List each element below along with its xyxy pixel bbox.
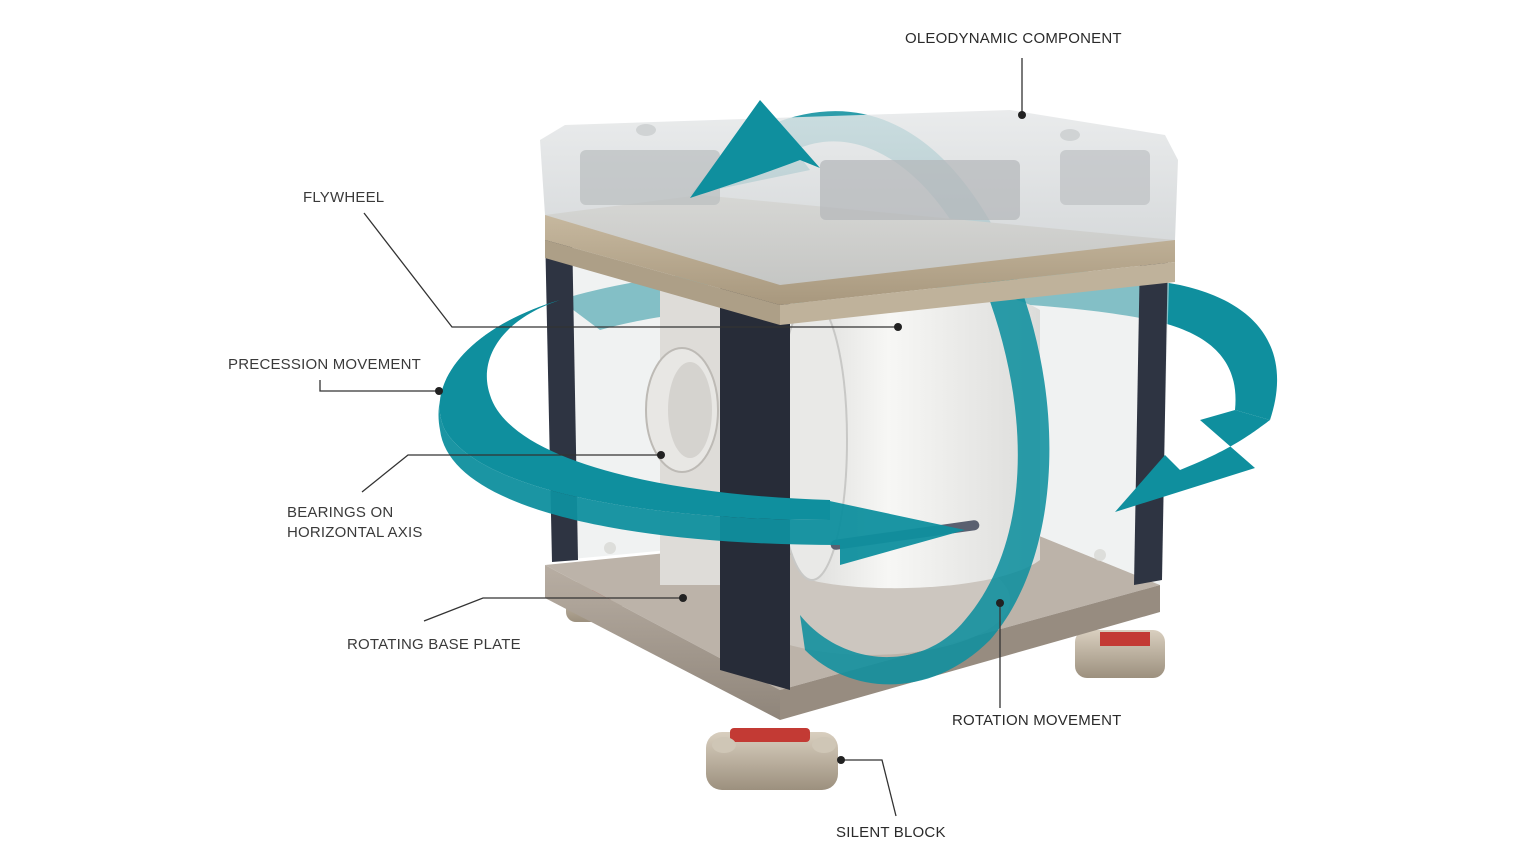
leader-lines — [319, 58, 1023, 817]
label-oleodynamic-component: OLEODYNAMIC COMPONENT — [905, 30, 1122, 47]
leader-bearings — [361, 454, 661, 493]
precession-arrow-front — [438, 300, 1270, 565]
label-precession-movement: PRECESSION MOVEMENT — [228, 356, 421, 373]
label-silent-block: SILENT BLOCK — [836, 824, 946, 841]
leader-base-plate — [423, 597, 683, 622]
leader-silent-block — [841, 759, 897, 817]
oleodynamic-component — [540, 110, 1178, 285]
label-bearings: BEARINGS ON HORIZONTAL AXIS — [287, 503, 423, 543]
label-flywheel: FLYWHEEL — [303, 189, 385, 206]
label-rotation-movement: ROTATION MOVEMENT — [952, 712, 1122, 729]
leader-flywheel — [363, 212, 898, 328]
label-bearings-line1: BEARINGS ON — [287, 504, 394, 521]
silent-block-right — [1075, 630, 1165, 678]
label-rotating-base-plate: ROTATING BASE PLATE — [347, 636, 521, 653]
leader-precession — [319, 380, 439, 392]
leader-dots — [435, 111, 1026, 764]
silent-block-front — [706, 728, 838, 790]
rotation-arrowhead — [690, 100, 820, 198]
label-bearings-line2: HORIZONTAL AXIS — [287, 524, 423, 541]
